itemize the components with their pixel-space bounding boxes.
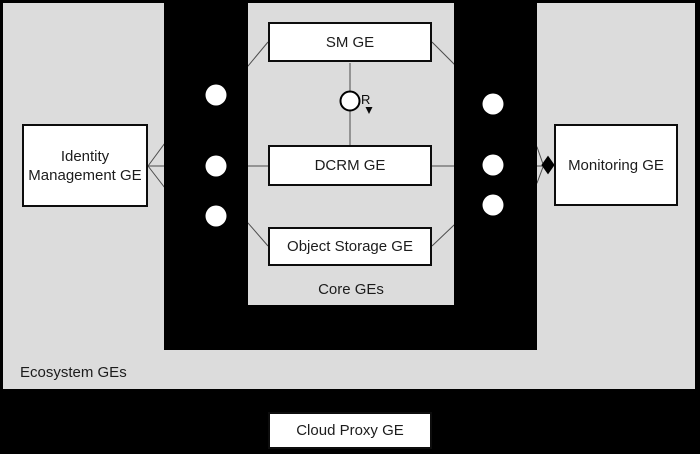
rest-interface-marker: R: [361, 92, 371, 107]
node-monitoring-ge-label: Monitoring GE: [568, 156, 664, 174]
rest-arrow-icon: [365, 107, 373, 114]
connector-object-storage-monitoring-core: [431, 224, 454, 247]
node-cloud-proxy-ge-label: Cloud Proxy GE: [296, 422, 404, 439]
node-sm-ge: SM GE: [268, 22, 432, 62]
node-object-storage-ge: Object Storage GE: [268, 227, 432, 266]
connector-sm-monitoring-core: [431, 41, 454, 65]
node-dcrm-ge-label: DCRM GE: [314, 157, 386, 174]
node-sm-ge-label: SM GE: [325, 33, 375, 51]
right-ellipsis-dot: [482, 194, 504, 216]
ecosystem-ges-group-label: Ecosystem GEs: [20, 364, 127, 381]
connector-lines-core: [248, 41, 454, 247]
right-ellipsis-dots: [482, 93, 504, 216]
node-object-storage-ge-label: Object Storage GE: [287, 238, 413, 255]
left-ellipsis-dots: [205, 84, 227, 227]
right-ellipsis-dot: [482, 93, 504, 115]
left-ellipsis-dot: [205, 84, 227, 106]
left-ellipsis-dot: [205, 205, 227, 227]
node-cloud-proxy-ge: Cloud Proxy GE: [268, 412, 432, 449]
connector-identity-sm-core: [248, 41, 269, 67]
connector-identity-object-storage-core: [248, 222, 269, 247]
node-identity-management-ge-label: Identity Management GE: [28, 147, 142, 184]
node-monitoring-ge: Monitoring GE: [554, 124, 678, 206]
interface-lollipop-icon: [339, 90, 361, 112]
core-ges-group-label: Core GEs: [318, 281, 384, 298]
node-identity-management-ge: Identity Management GE: [22, 124, 148, 207]
left-ellipsis-dot: [205, 155, 227, 177]
right-ellipsis-dot: [482, 154, 504, 176]
node-dcrm-ge: DCRM GE: [268, 145, 432, 186]
